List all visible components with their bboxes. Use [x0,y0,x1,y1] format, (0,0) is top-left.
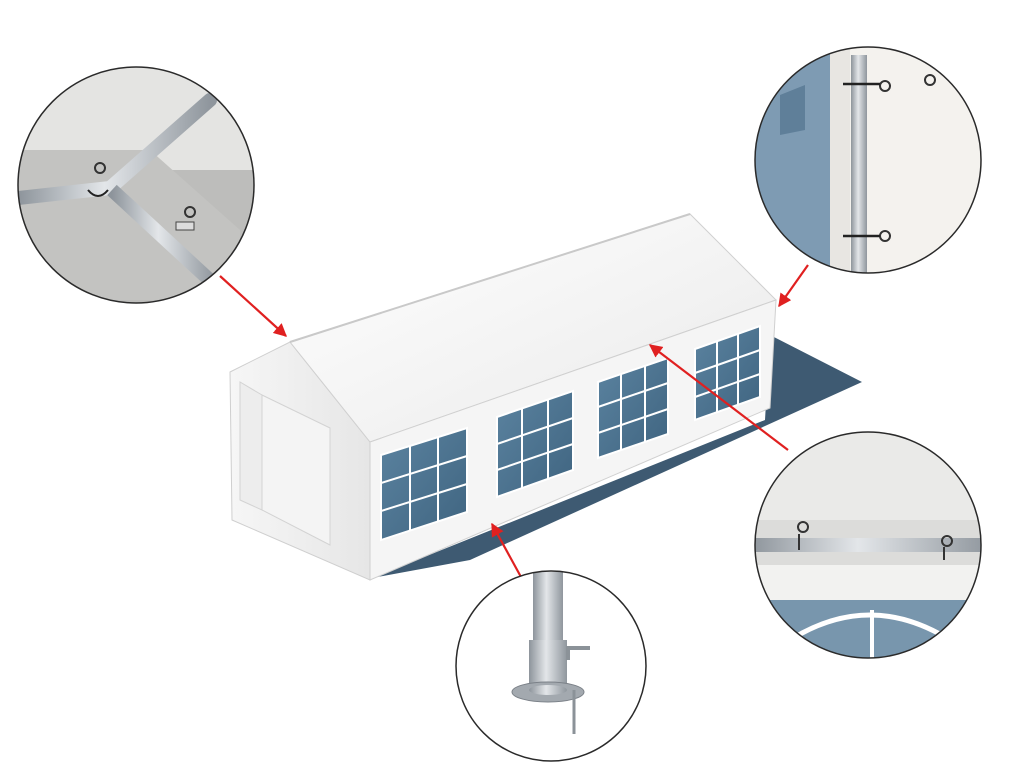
detail-callout-foot-plate [455,570,647,762]
detail-callout-roof-joint [17,66,255,304]
callout-arrows [219,264,809,578]
window-mullions [380,334,761,531]
magnifier-circle-icon [754,46,982,274]
tent-shadow [372,335,862,578]
detail-callout-eave-rail [754,431,982,659]
magnifier-circle-icon [17,66,255,304]
detail-callout-wall-pole [754,46,982,274]
tent-windows [380,324,761,542]
magnifier-circle-icon [754,431,982,659]
magnifier-circle-icon [455,570,647,762]
